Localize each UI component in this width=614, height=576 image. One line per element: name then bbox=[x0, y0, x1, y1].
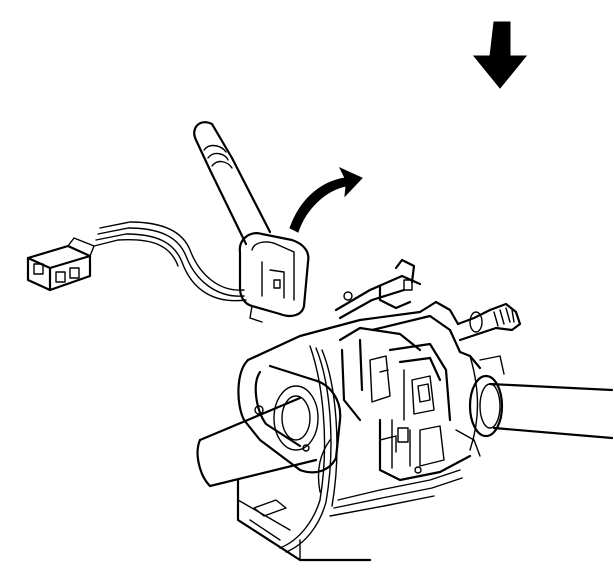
turn-signal-switch bbox=[26, 121, 310, 323]
detail-magnifier bbox=[472, 21, 528, 89]
curved-arrow-icon bbox=[289, 166, 363, 233]
push-down-arrow-icon bbox=[472, 21, 528, 89]
steering-column bbox=[196, 258, 614, 562]
